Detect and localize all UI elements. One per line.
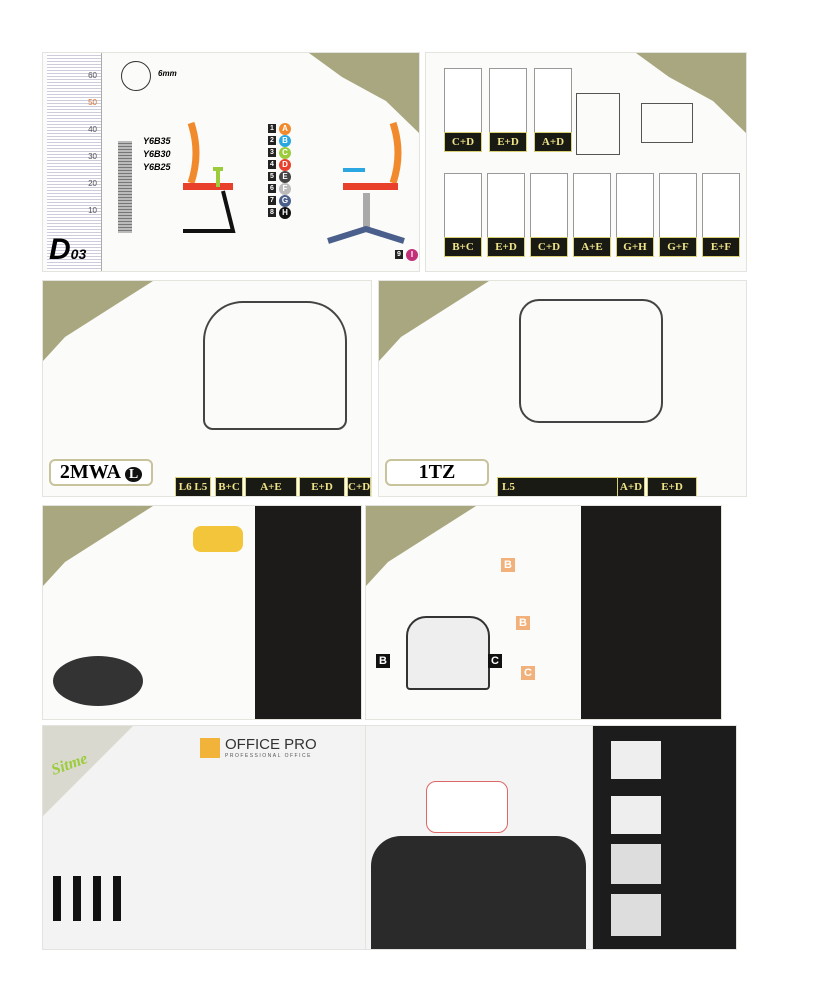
mechanism-panel: B C B B C <box>365 505 722 720</box>
ruler-tick: 40 <box>88 125 97 134</box>
part-letter: B <box>279 135 291 147</box>
headrest-photo <box>365 725 594 950</box>
bolt-size: Y6B30 <box>143 149 171 159</box>
tools-corner-icon <box>43 281 153 361</box>
ruler-tick: 10 <box>88 206 97 215</box>
mechanism-illustration <box>406 616 490 690</box>
step-card: C+D <box>530 173 568 257</box>
ruler-tick: 20 <box>88 179 97 188</box>
part-letter: F <box>279 183 291 195</box>
part-letter: I <box>406 249 418 261</box>
part-number: 7 <box>268 196 276 205</box>
step-label: L5 <box>497 477 618 496</box>
mallet-icon <box>193 526 243 552</box>
step-label: E+D <box>299 477 345 496</box>
bolt-size: Y6B25 <box>143 162 171 172</box>
bolt-icon <box>118 141 132 233</box>
washer-size: 6mm <box>158 69 177 78</box>
page-code: D03 <box>49 233 87 266</box>
step-card: E+D <box>489 68 527 152</box>
step-card: G+F <box>659 173 697 257</box>
step-card: A+E <box>573 173 611 257</box>
step-card: A+D <box>534 68 572 152</box>
part-letter: C <box>279 147 291 159</box>
marker-c: C <box>521 666 535 680</box>
model-label: 2MWA L <box>49 459 153 486</box>
part-number: 5 <box>268 172 276 181</box>
step-label: L6 L5 <box>175 477 211 496</box>
chair-illustration <box>183 121 405 244</box>
part-number: 6 <box>268 184 276 193</box>
eye-corner-icon <box>366 506 476 586</box>
step-card: E+F <box>702 173 740 257</box>
part-number: 2 <box>268 136 276 145</box>
washer-icon <box>121 61 151 91</box>
part-number: 4 <box>268 160 276 169</box>
chair-bottom-view <box>519 299 663 423</box>
part-letter: D <box>279 159 291 171</box>
parts-photo <box>592 725 737 950</box>
base-illustration <box>53 656 143 706</box>
part-number: 9 <box>395 250 403 259</box>
tools-corner-icon <box>379 281 489 361</box>
step-card: G+H <box>616 173 654 257</box>
ruler-tick: 60 <box>88 71 97 80</box>
marker-b: B <box>501 558 515 572</box>
marker-b: B <box>516 616 530 630</box>
bolt-set-illustration <box>53 876 203 921</box>
chair-top-view <box>203 301 347 430</box>
usage-warnings <box>255 506 361 719</box>
part-number: 8 <box>268 208 276 217</box>
gas-lift-panel <box>42 505 362 720</box>
box-flat-icon <box>641 103 693 143</box>
posture-guide <box>581 506 721 719</box>
part-letter: E <box>279 171 291 183</box>
hammer-corner-icon <box>43 506 153 586</box>
part-letter: H <box>279 207 291 219</box>
step-card: B+C <box>444 173 482 257</box>
bolt-size: Y6B35 <box>143 136 171 146</box>
part-letter: G <box>279 195 291 207</box>
1tz-assembly-panel: 1TZ L5 A+D E+D <box>378 280 747 497</box>
step-card: E+D <box>487 173 525 257</box>
part-number: 3 <box>268 148 276 157</box>
ruler-tick: 50 <box>88 98 97 107</box>
step-label: A+D <box>617 477 645 496</box>
ruler: 60 50 40 30 20 10 <box>47 53 102 271</box>
part-number: 1 <box>268 124 276 133</box>
step-label: B+C <box>215 477 243 496</box>
ruler-tick: 30 <box>88 152 97 161</box>
step-label: A+E <box>245 477 297 496</box>
part-letter: A <box>279 123 291 135</box>
marker-c: C <box>488 654 502 668</box>
marker-b: B <box>376 654 390 668</box>
step-card: C+D <box>444 68 482 152</box>
model-label: 1TZ <box>385 459 489 486</box>
step-label: C+D <box>347 477 371 496</box>
step-label: E+D <box>647 477 697 496</box>
box-open-icon <box>576 93 620 155</box>
